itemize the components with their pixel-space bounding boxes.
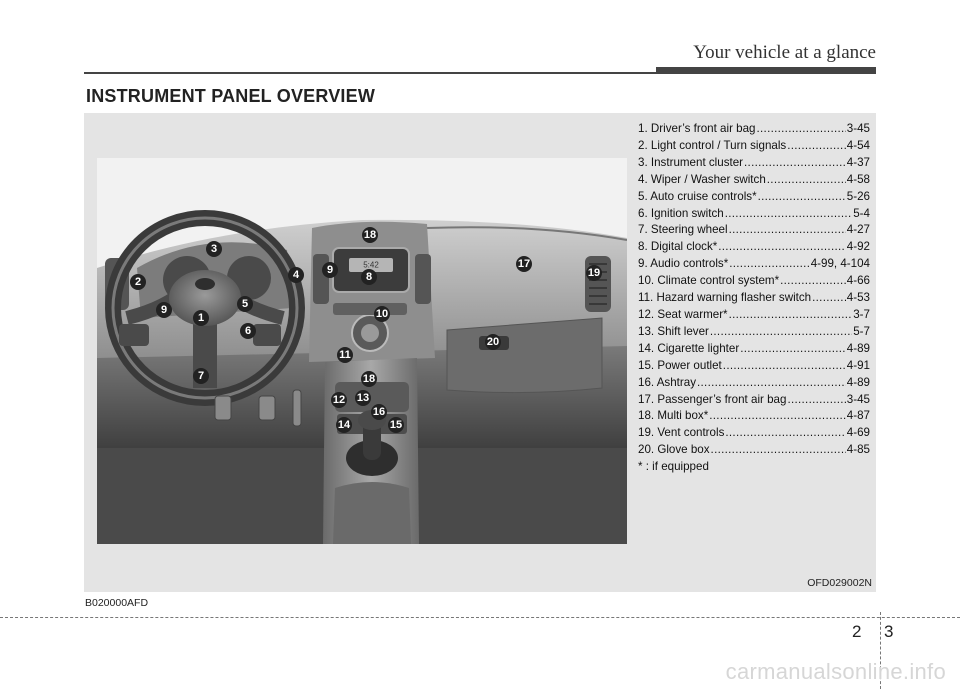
callout-marker-16: 16: [371, 404, 387, 420]
legend-item: 6. Ignition switch5-4: [638, 206, 870, 223]
svg-text:1: 1: [198, 312, 204, 324]
svg-text:18: 18: [363, 373, 375, 385]
watermark: carmanualsonline.info: [725, 659, 946, 684]
callout-marker-5: 5: [237, 296, 253, 312]
callout-marker-18-console: 18: [361, 371, 377, 387]
legend-item: 17. Passenger’s front air bag3-45: [638, 392, 870, 409]
svg-text:13: 13: [357, 392, 369, 404]
legend-item: 9. Audio controls*4-99, 4-104: [638, 256, 870, 273]
callout-marker-8: 8: [361, 269, 377, 285]
svg-text:7: 7: [198, 370, 204, 382]
footer-divider: [880, 612, 881, 689]
svg-text:14: 14: [338, 419, 351, 431]
chapter-number: 2: [852, 622, 862, 641]
instrument-panel-illustration: 5:42 1: [97, 158, 627, 544]
component-legend: 1. Driver’s front air bag3-45 2. Light c…: [638, 121, 870, 476]
svg-text:10: 10: [376, 308, 388, 320]
svg-text:8: 8: [366, 271, 372, 283]
callout-marker-15: 15: [388, 417, 404, 433]
callout-marker-4: 4: [288, 267, 304, 283]
callout-marker-19: 19: [586, 265, 602, 281]
svg-text:3: 3: [211, 243, 217, 255]
callout-marker-11: 11: [337, 347, 353, 363]
dashboard-drawing: 5:42 1: [97, 158, 627, 544]
legend-item: 3. Instrument cluster4-37: [638, 155, 870, 172]
legend-item: 18. Multi box*4-87: [638, 408, 870, 425]
legend-item: 5. Auto cruise controls*5-26: [638, 189, 870, 206]
callout-marker-17: 17: [516, 256, 532, 272]
legend-footnote: * : if equipped: [638, 460, 709, 474]
legend-item: 2. Light control / Turn signals4-54: [638, 138, 870, 155]
legend-item: 1. Driver’s front air bag3-45: [638, 121, 870, 138]
legend-item: 20. Glove box4-85: [638, 442, 870, 459]
callout-marker-13: 13: [355, 390, 371, 406]
callout-marker-9-wheel: 9: [156, 302, 172, 318]
svg-text:18: 18: [364, 229, 376, 241]
svg-text:5: 5: [242, 298, 248, 310]
legend-item: 15. Power outlet4-91: [638, 358, 870, 375]
section-title: INSTRUMENT PANEL OVERVIEW: [86, 86, 376, 106]
svg-text:16: 16: [373, 406, 385, 418]
legend-item: 19. Vent controls4-69: [638, 425, 870, 442]
svg-text:9: 9: [327, 264, 333, 276]
clock-display: 5:42: [363, 261, 379, 270]
callout-marker-10: 10: [374, 306, 390, 322]
legend-item: 11. Hazard warning flasher switch4-53: [638, 290, 870, 307]
legend-item: 7. Steering wheel4-27: [638, 222, 870, 239]
page-number: 3: [884, 622, 894, 641]
svg-text:11: 11: [339, 349, 351, 361]
legend-item: 10. Climate control system*4-66: [638, 273, 870, 290]
callout-marker-20: 20: [485, 334, 501, 350]
callout-marker-14: 14: [336, 417, 352, 433]
legend-item: 12. Seat warmer*3-7: [638, 307, 870, 324]
svg-text:12: 12: [333, 394, 345, 406]
callout-marker-18-top: 18: [362, 227, 378, 243]
callout-marker-3: 3: [206, 241, 222, 257]
svg-text:4: 4: [293, 269, 300, 281]
legend-item: 8. Digital clock*4-92: [638, 239, 870, 256]
svg-text:6: 6: [245, 325, 251, 337]
svg-text:2: 2: [135, 276, 141, 288]
legend-item: 13. Shift lever5-7: [638, 324, 870, 341]
svg-text:17: 17: [518, 258, 530, 270]
svg-text:9: 9: [161, 304, 167, 316]
header-title: Your vehicle at a glance: [693, 42, 876, 63]
callout-marker-6: 6: [240, 323, 256, 339]
legend-item: 4. Wiper / Washer switch4-58: [638, 172, 870, 189]
callout-marker-12: 12: [331, 392, 347, 408]
legend-item: 16. Ashtray4-89: [638, 375, 870, 392]
callout-marker-1: 1: [193, 310, 209, 326]
callout-marker-7: 7: [193, 368, 209, 384]
footer-rule: [0, 617, 960, 618]
image-code: OFD029002N: [807, 577, 872, 589]
callout-marker-2: 2: [130, 274, 146, 290]
callout-marker-9-audio: 9: [322, 262, 338, 278]
header-rule-thick: [656, 67, 876, 74]
svg-text:19: 19: [588, 267, 600, 279]
header-rule: [84, 72, 876, 74]
document-code: B020000AFD: [85, 597, 149, 609]
legend-item: 14. Cigarette lighter4-89: [638, 341, 870, 358]
svg-text:15: 15: [390, 419, 402, 431]
svg-text:20: 20: [487, 336, 499, 348]
